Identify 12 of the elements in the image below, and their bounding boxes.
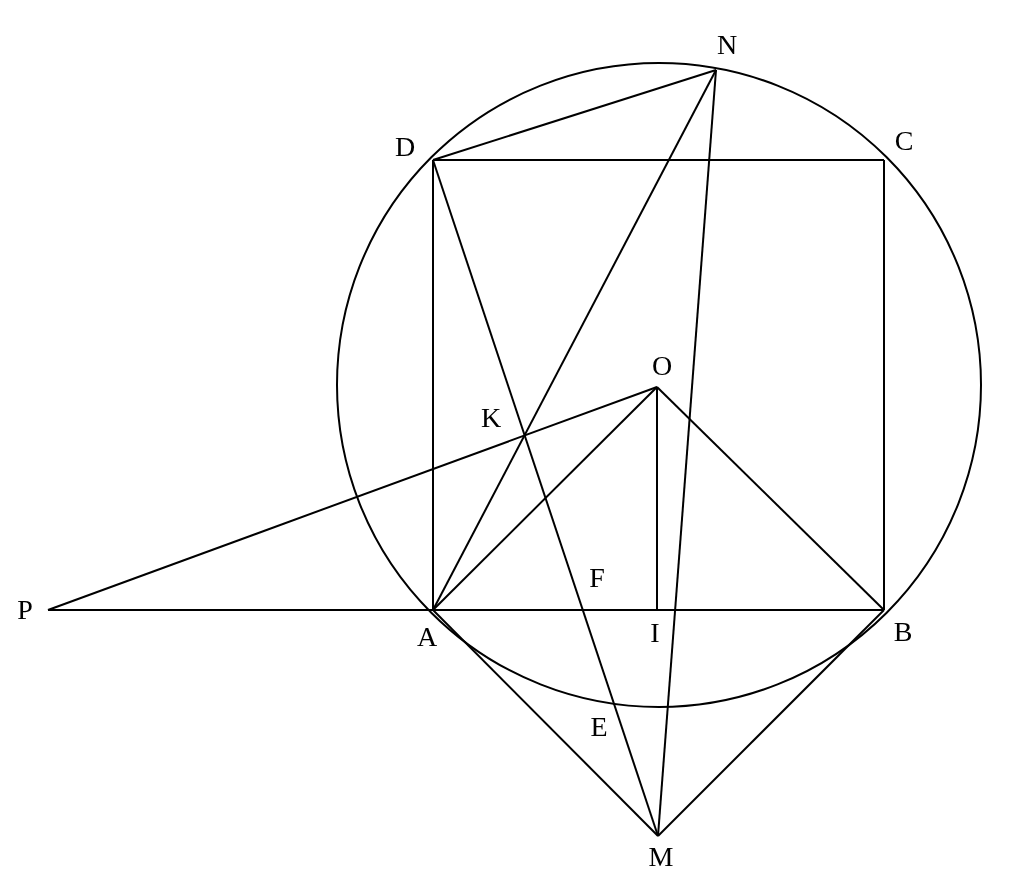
point-label: O: [651, 352, 673, 380]
point-label: F: [589, 564, 605, 592]
point-label: E: [590, 713, 608, 741]
point-label: C: [894, 127, 914, 155]
point-label: P: [17, 596, 33, 624]
point-label: B: [893, 618, 913, 646]
point-label: D: [394, 133, 416, 161]
point-label: A: [416, 623, 438, 651]
point-label: I: [650, 619, 660, 647]
point-label: N: [716, 31, 738, 59]
point-label: M: [648, 843, 674, 871]
point-label: K: [480, 404, 502, 432]
